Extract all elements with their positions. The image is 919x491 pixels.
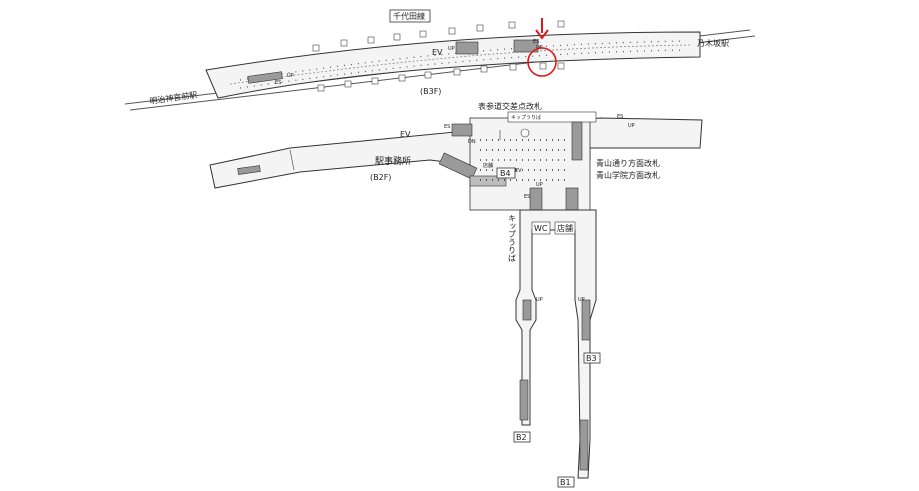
concourse-ev-label: EV <box>400 130 411 139</box>
corridor-up-tag-east: UP <box>578 297 585 303</box>
platform-up-tag: UP <box>448 46 455 52</box>
concourse-up-tag-south: UP <box>536 182 543 188</box>
aoyama-gakuin-gate-label: 青山学院方面改札 <box>596 170 660 180</box>
concourse-es-tag-south: ES <box>524 194 530 200</box>
concourse-ev-small-label: EV <box>515 168 522 174</box>
escalator-south-b <box>565 187 579 213</box>
platform-centerline <box>229 44 691 85</box>
east-station-label: 乃木坂駅 <box>697 38 729 48</box>
concourse-es-tag-east: ES <box>617 114 623 120</box>
highlight-circle-icon <box>527 47 557 77</box>
platform-floor-label: (B3F) <box>420 87 441 96</box>
stair-b2-upper <box>522 299 532 321</box>
concourse-up-tag-east: UP <box>628 123 635 129</box>
svg-text:B4: B4 <box>500 169 511 178</box>
escalator-east <box>571 121 583 161</box>
platform-stair-west <box>247 71 283 84</box>
ticket-counter-small-label: キップうりば <box>511 114 541 121</box>
exit-b2: B2 <box>513 431 531 443</box>
car-position-markers-bottom <box>317 62 565 92</box>
line-name: 千代田線 <box>393 11 425 21</box>
svg-text:B3: B3 <box>586 354 597 363</box>
stair-b2-lower <box>519 379 529 421</box>
exit-b3: B3 <box>583 352 601 364</box>
current-location-marker <box>527 18 557 77</box>
ticket-counter-label: キップうりば <box>508 214 517 262</box>
concourse-floor-label: (B2F) <box>370 173 391 182</box>
concourse-level: キップうりば <box>209 111 703 479</box>
west-station-label: 明治神宮前駅 <box>149 89 198 106</box>
south-shop-label: 店舗 <box>557 223 573 233</box>
station-office-label: 駅事務所 <box>375 155 411 167</box>
line-name-box: 千代田線 <box>389 9 431 23</box>
svg-text:B1: B1 <box>560 478 571 487</box>
concourse-divider <box>289 149 295 171</box>
wc-box <box>531 221 551 235</box>
info-icon <box>520 128 530 138</box>
corridor-up-tag: UP <box>536 297 543 303</box>
escalator-northwest <box>451 123 473 137</box>
platform-escalator-east <box>513 39 539 53</box>
exit-b1: B1 <box>557 476 575 488</box>
platform-es-tag: ES <box>533 39 539 45</box>
platform-level: EV UP UP ES ES UP <box>124 20 756 111</box>
aoyama-dori-gate-label: 青山通り方面改札 <box>596 158 660 168</box>
platform-body <box>205 31 701 99</box>
tactile-dots <box>480 139 566 181</box>
arrow-down-icon <box>535 29 549 40</box>
concourse-es-tag: ES <box>444 124 450 130</box>
stair-b4 <box>438 152 478 180</box>
wc-label: WC <box>534 224 548 233</box>
concourse-dn-tag: DN <box>468 139 476 145</box>
platform-ev-label: EV <box>432 48 443 57</box>
platform-es-tag-west: ES <box>275 80 281 86</box>
svg-text:B2: B2 <box>516 433 527 442</box>
stair-b4-landing <box>469 175 507 187</box>
shop-box-south <box>554 221 576 235</box>
shop-label: 店舗 <box>483 162 493 169</box>
car-position-markers-top <box>312 20 565 52</box>
platform-escalator <box>455 41 479 55</box>
escalator-south-a <box>529 187 543 213</box>
stair-b1 <box>579 419 589 471</box>
omotesando-gate-label: 表参道交差点改札 <box>478 101 542 111</box>
stair-b3 <box>581 299 591 341</box>
concourse-stair-west <box>237 165 261 175</box>
platform-up-tag-west: UP <box>287 73 294 79</box>
exit-b4: B4 <box>496 167 516 179</box>
ticket-counter-box <box>507 111 597 123</box>
